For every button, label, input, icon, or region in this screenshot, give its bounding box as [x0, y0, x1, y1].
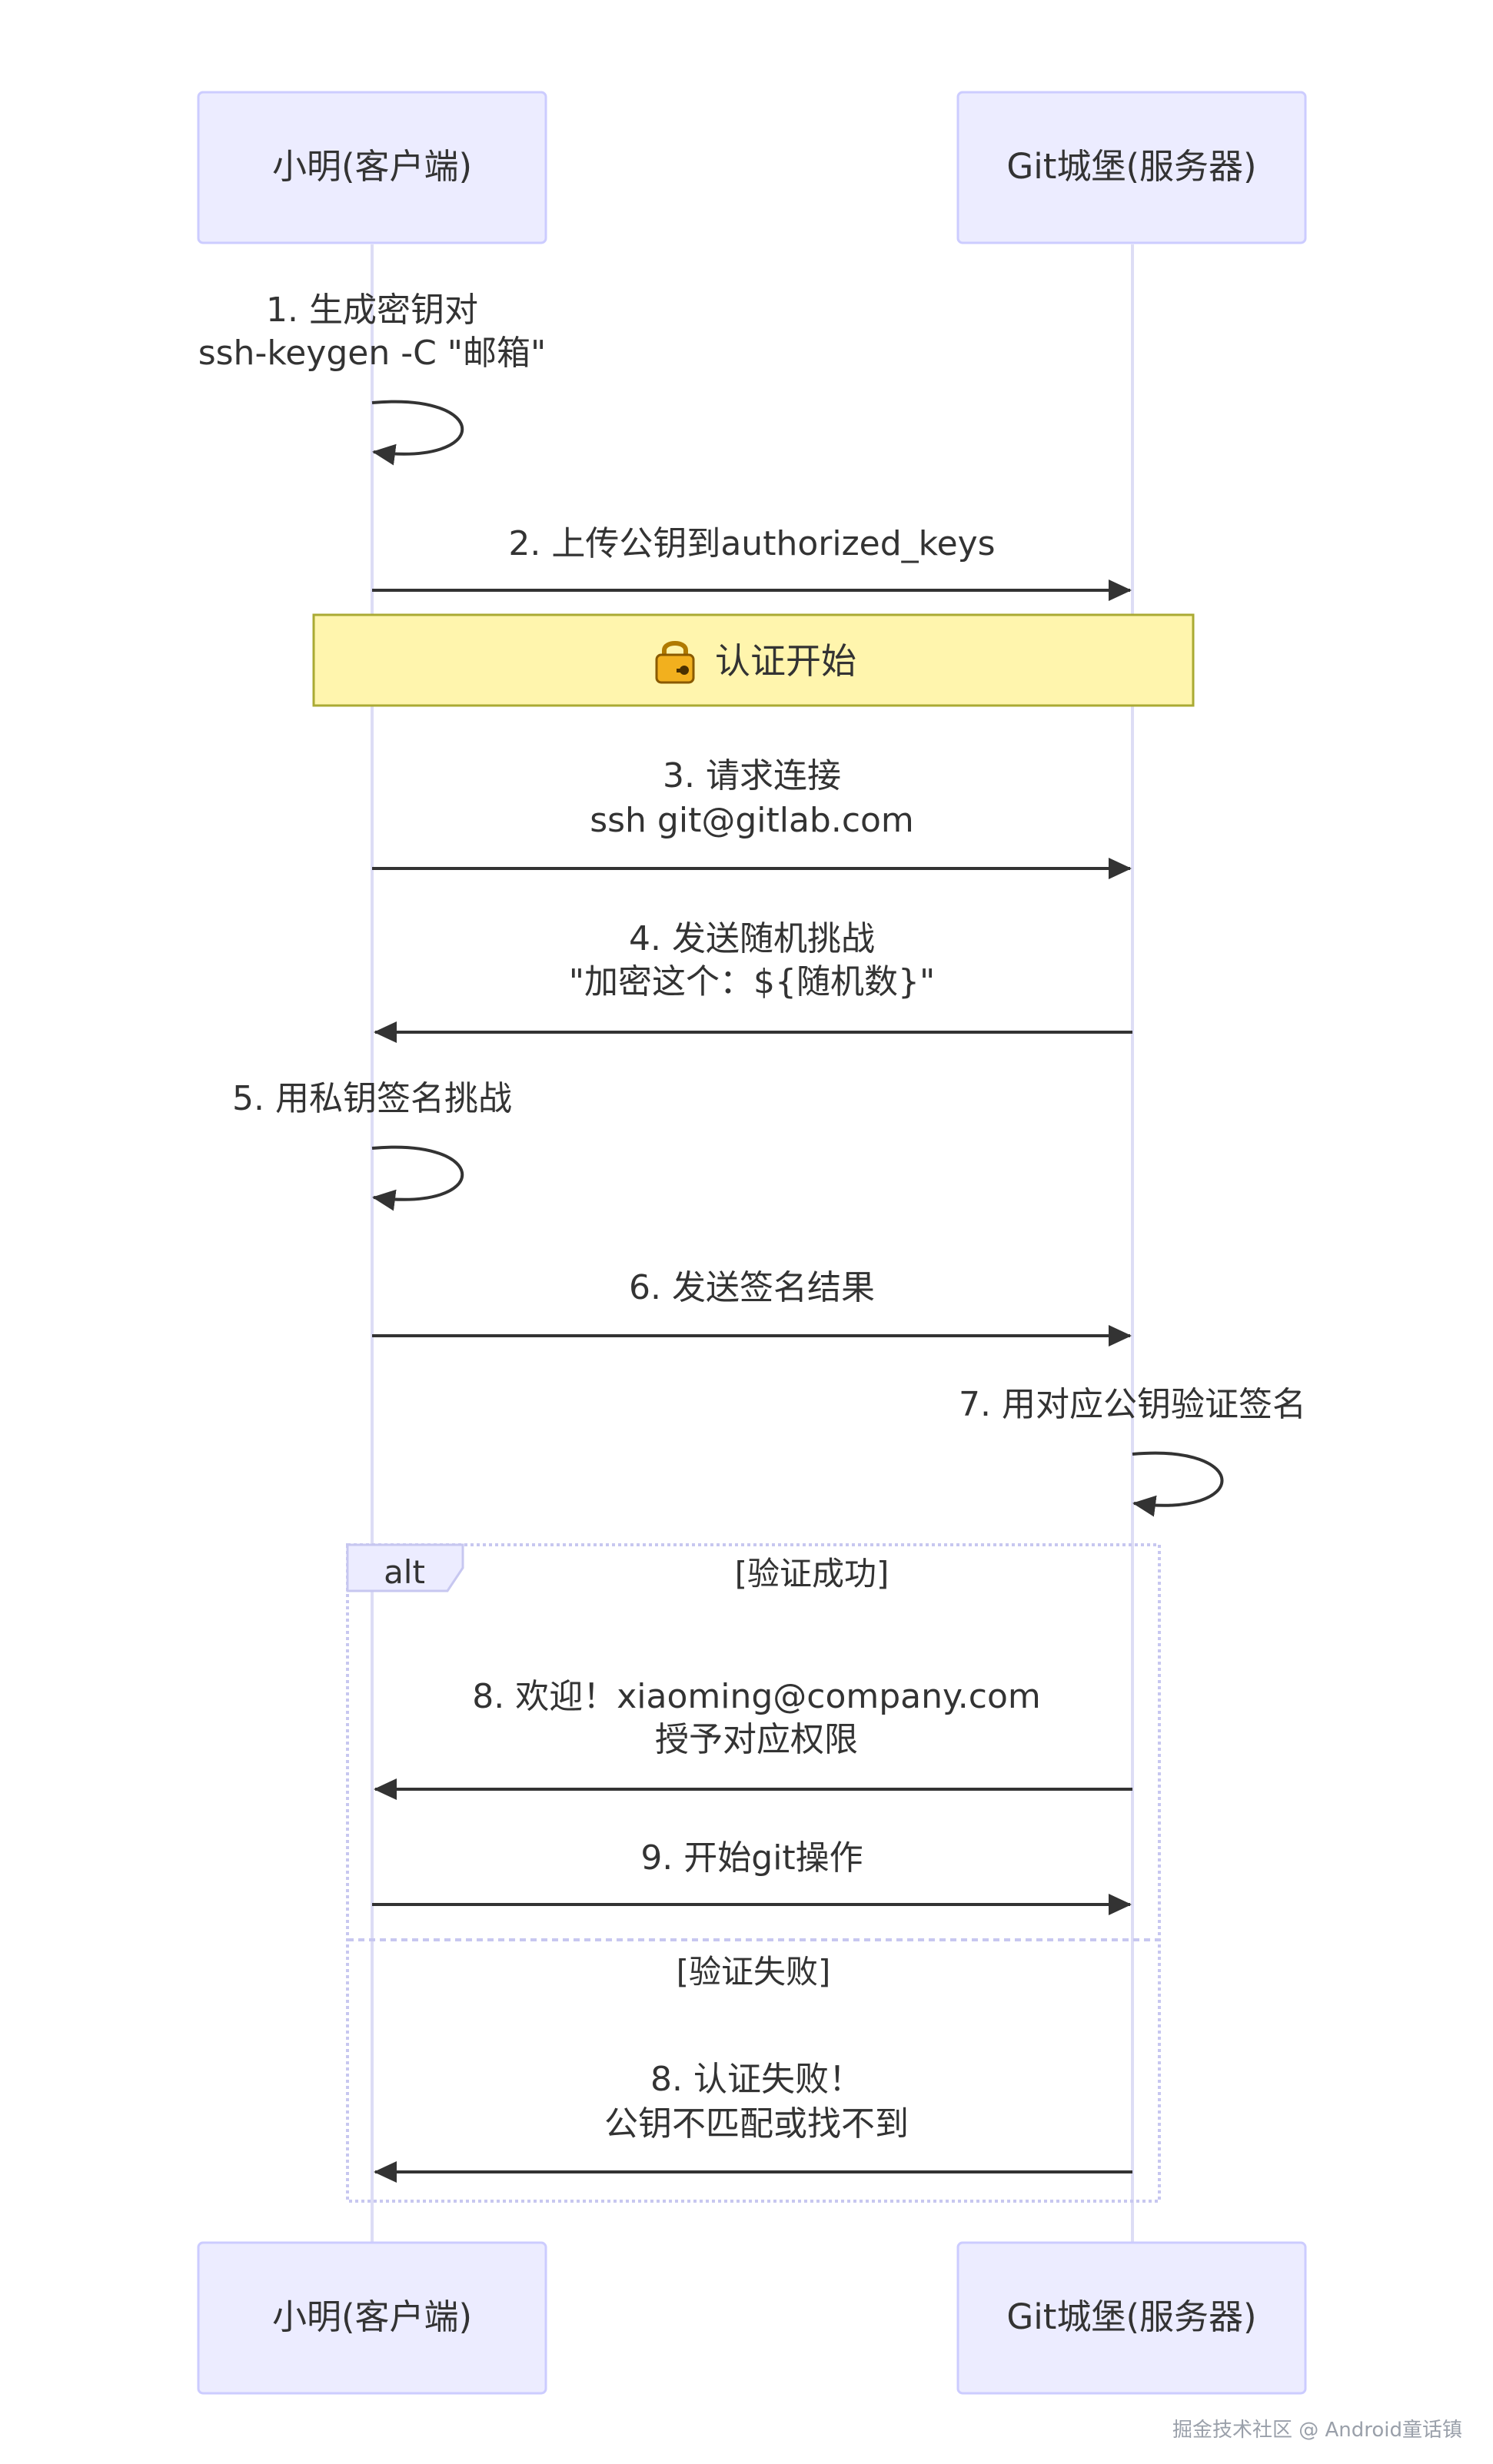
alt-condition-success: [验证成功]	[735, 1555, 889, 1592]
watermark: 掘金技术社区 @ Android童话镇	[1172, 2419, 1462, 2442]
message-text: ssh-keygen -C "邮箱"	[198, 334, 547, 373]
message-8-failure: 8. 认证失败！ 公钥不匹配或找不到	[374, 2060, 1132, 2183]
message-text: 7. 用对应公钥验证签名	[959, 1385, 1306, 1424]
actor-bottom-server: Git城堡(服务器)	[956, 2241, 1307, 2395]
alt-keyword-box	[346, 1543, 464, 1592]
message-7: 7. 用对应公钥验证签名	[959, 1385, 1306, 1517]
message-text: ssh git@gitlab.com	[590, 801, 914, 840]
message-text: 8. 认证失败！	[650, 2060, 863, 2099]
message-text: 6. 发送签名结果	[629, 1268, 875, 1307]
message-text: 授予对应权限	[655, 1720, 858, 1759]
message-8-success: 8. 欢迎！xiaoming@company.com 授予对应权限	[374, 1677, 1132, 1800]
message-text: 3. 请求连接	[663, 756, 841, 795]
actor-bottom-client: 小明(客户端)	[197, 2241, 547, 2395]
message-text: 1. 生成密钥对	[266, 291, 478, 330]
actor-label: Git城堡(服务器)	[1006, 146, 1256, 187]
message-text: 公钥不匹配或找不到	[604, 2104, 909, 2144]
message-9: 9. 开始git操作	[372, 1838, 1132, 1915]
self-arrow	[371, 400, 464, 466]
actor-top-server: Git城堡(服务器)	[956, 91, 1307, 244]
self-arrow	[371, 1145, 464, 1211]
message-2: 2. 上传公钥到authorized_keys	[372, 524, 1132, 601]
message-5: 5. 用私钥签名挑战	[232, 1079, 512, 1211]
message-1: 1. 生成密钥对 ssh-keygen -C "邮箱"	[198, 291, 547, 466]
alt-keyword: alt	[384, 1553, 425, 1591]
alt-block: alt [验证成功] [验证失败]	[346, 1543, 1161, 2203]
lock-key-icon	[655, 641, 695, 684]
message-4: 4. 发送随机挑战 "加密这个：${随机数}"	[374, 919, 1132, 1043]
actor-label: 小明(客户端)	[272, 2296, 472, 2337]
note-label: 认证开始	[715, 640, 856, 682]
message-text: 2. 上传公钥到authorized_keys	[508, 524, 995, 563]
note-auth-start: 认证开始	[312, 613, 1195, 707]
actor-label: Git城堡(服务器)	[1006, 2296, 1256, 2337]
message-text: 4. 发送随机挑战	[629, 919, 875, 958]
message-text: 5. 用私钥签名挑战	[232, 1079, 512, 1118]
self-arrow	[1132, 1451, 1224, 1517]
message-6: 6. 发送签名结果	[372, 1268, 1132, 1347]
actor-top-client: 小明(客户端)	[197, 91, 547, 244]
message-text: 9. 开始git操作	[640, 1838, 863, 1878]
message-3: 3. 请求连接 ssh git@gitlab.com	[372, 756, 1132, 879]
message-text: "加密这个：${随机数}"	[569, 962, 935, 1001]
alt-condition-failure: [验证失败]	[677, 1953, 831, 1991]
message-text: 8. 欢迎！xiaoming@company.com	[472, 1677, 1041, 1716]
actor-label: 小明(客户端)	[272, 146, 472, 187]
